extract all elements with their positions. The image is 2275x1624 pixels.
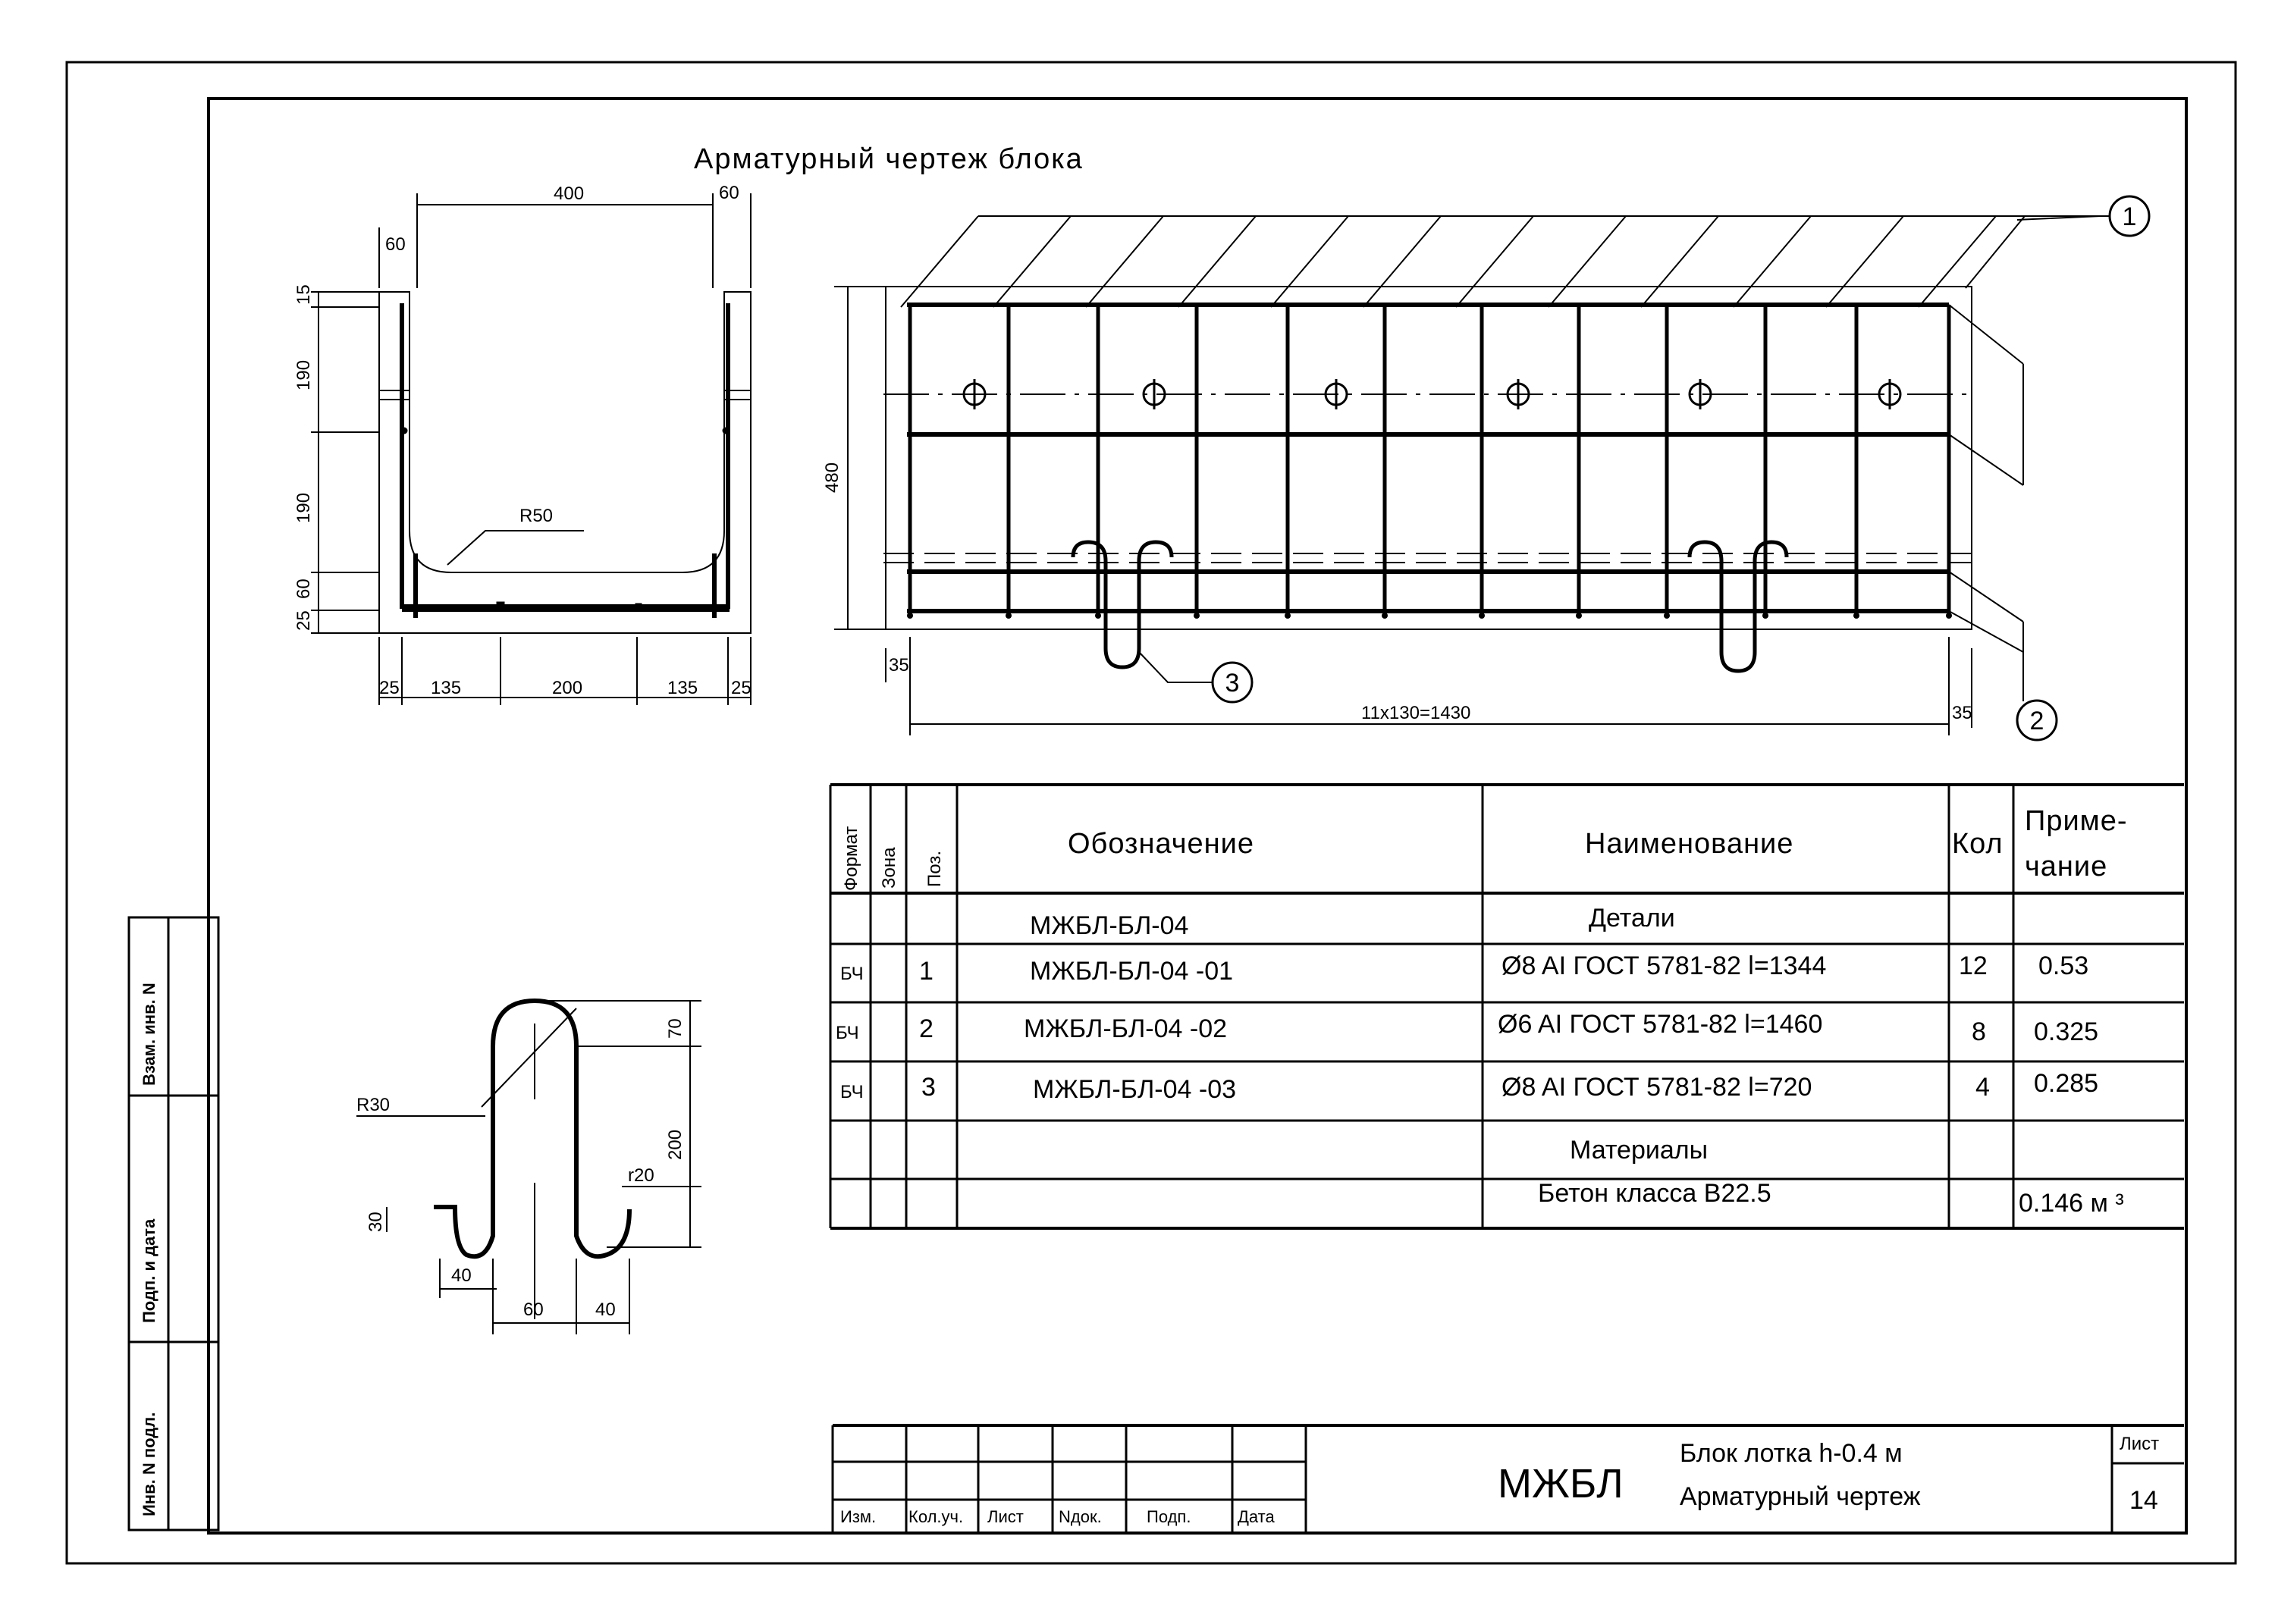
- spec-cell-format: БЧ: [836, 1023, 859, 1043]
- spec-head-note2: чание: [2025, 851, 2107, 883]
- spec-head-qty: Кол: [1952, 828, 2004, 860]
- spec-head-name: Наименование: [1585, 828, 1793, 860]
- spec-cell-note: 0.53: [2038, 952, 2088, 980]
- spec-row-2: БЧ 2 МЖБЛ-БЛ-04 -02 Ø6 AI ГОСТ 5781-82 l…: [836, 1010, 2098, 1046]
- spec-cell-format: БЧ: [840, 1082, 864, 1102]
- callout-3: 3: [1225, 669, 1240, 698]
- dim-35-left: 35: [889, 655, 909, 676]
- callout-2: 2: [2030, 707, 2044, 735]
- spec-cell-designation: МЖБЛ-БЛ-04 -01: [1030, 957, 1233, 986]
- spec-head-format: Формат: [841, 826, 861, 891]
- dim-r50: R50: [519, 506, 553, 526]
- hook-dim-200: 200: [665, 1130, 686, 1160]
- spec-cell-note: 0.325: [2034, 1017, 2098, 1046]
- spec-cell-name: Ø6 AI ГОСТ 5781-82 l=1460: [1498, 1010, 1822, 1039]
- dim-480: 480: [822, 462, 843, 493]
- stamp-sheet-number: 14: [2129, 1486, 2158, 1515]
- spec-cell-name: Детали: [1589, 904, 1675, 933]
- spec-cell-name: Бетон класса B22.5: [1538, 1179, 1771, 1208]
- dim-60-left: 60: [385, 234, 406, 255]
- side-label-inv: Инв. N подл.: [140, 1412, 158, 1516]
- hook-dim-40-right: 40: [595, 1300, 616, 1320]
- spec-cell-designation: МЖБЛ-БЛ-04: [1030, 911, 1188, 940]
- spec-row-0: МЖБЛ-БЛ-04 Детали: [1030, 904, 1675, 940]
- spec-cell-qty: 4: [1975, 1073, 1990, 1102]
- spec-row-5: Бетон класса B22.5 0.146 м ³: [1538, 1179, 2124, 1218]
- spec-cell-name: Материалы: [1570, 1136, 1708, 1165]
- spec-table-grid: [829, 783, 2184, 1230]
- spec-cell-note: 0.146 м ³: [2019, 1189, 2124, 1218]
- spec-cell-name: Ø8 AI ГОСТ 5781-82 l=1344: [1502, 952, 1826, 980]
- stamp-line1: Блок лотка h-0.4 м: [1680, 1439, 1903, 1468]
- spec-cell-name: Ø8 AI ГОСТ 5781-82 l=720: [1502, 1073, 1812, 1102]
- spec-row-3: БЧ 3 МЖБЛ-БЛ-04 -03 Ø8 AI ГОСТ 5781-82 l…: [840, 1069, 2098, 1104]
- spec-cell-qty: 12: [1959, 952, 1988, 980]
- elevation-view: [834, 195, 2151, 741]
- stamp-col-data: Дата: [1238, 1507, 1275, 1526]
- spec-head-designation: Обозначение: [1068, 828, 1254, 860]
- stamp-col-list: Лист: [987, 1507, 1024, 1526]
- dim-25-vert: 25: [293, 610, 314, 631]
- dim-35-right: 35: [1952, 703, 1972, 723]
- hook-dim-30: 30: [366, 1212, 386, 1232]
- hook-dim-70: 70: [665, 1018, 686, 1039]
- cross-section: [311, 193, 752, 705]
- spec-head-pos: Поз.: [924, 851, 945, 887]
- spec-row-4: Материалы: [1570, 1136, 1708, 1165]
- stamp-col-kol: Кол.уч.: [908, 1507, 963, 1526]
- hook-r20: r20: [628, 1165, 654, 1186]
- side-label-replace: Взам. инв. N: [140, 983, 158, 1086]
- spec-cell-designation: МЖБЛ-БЛ-04 -03: [1033, 1075, 1236, 1104]
- dim-b200: 200: [552, 678, 582, 698]
- title-block-grid: [831, 1424, 2184, 1533]
- dim-b135-left: 135: [431, 678, 461, 698]
- dim-190-a: 190: [293, 360, 314, 390]
- dim-b25-right: 25: [731, 678, 752, 698]
- dim-60-vert: 60: [293, 578, 314, 599]
- dim-190-b: 190: [293, 493, 314, 523]
- spec-cell-pos: 2: [919, 1014, 934, 1043]
- side-label-sign: Подп. и дата: [140, 1218, 158, 1323]
- dim-b25-left: 25: [379, 678, 400, 698]
- stamp-col-podp: Подп.: [1147, 1507, 1191, 1526]
- spec-cell-pos: 1: [919, 957, 934, 986]
- spec-cell-qty: 8: [1972, 1017, 1986, 1046]
- spec-cell-designation: МЖБЛ-БЛ-04 -02: [1024, 1014, 1227, 1043]
- stamp-col-ndok: Nдок.: [1059, 1507, 1102, 1526]
- dim-60-right: 60: [719, 183, 739, 203]
- stamp-sheet-label: Лист: [2120, 1434, 2159, 1454]
- spec-cell-note: 0.285: [2034, 1069, 2098, 1098]
- hook-detail: [356, 998, 701, 1334]
- stamp-line2: Арматурный чертеж: [1680, 1482, 1921, 1511]
- dim-15: 15: [293, 284, 314, 305]
- stamp-col-izm: Изм.: [840, 1507, 876, 1526]
- dim-400: 400: [554, 183, 584, 204]
- spec-head-note1: Приме-: [2025, 805, 2128, 837]
- drawing-title: Арматурный чертеж блока: [694, 143, 1084, 175]
- spec-cell-pos: 3: [921, 1073, 936, 1102]
- callout-1: 1: [2123, 202, 2137, 231]
- hook-dim-40-left: 40: [451, 1265, 472, 1286]
- spec-row-1: БЧ 1 МЖБЛ-БЛ-04 -01 Ø8 AI ГОСТ 5781-82 l…: [840, 952, 2088, 986]
- hook-r30: R30: [356, 1095, 390, 1115]
- stamp-code: МЖБЛ: [1498, 1461, 1624, 1506]
- side-stamp: [127, 916, 220, 1532]
- spec-head-zone: Зона: [879, 847, 899, 889]
- hook-dim-60: 60: [523, 1300, 544, 1320]
- sheet-frames: [65, 61, 2237, 1565]
- dim-1430: 11x130=1430: [1361, 703, 1470, 723]
- dim-b135-right: 135: [667, 678, 698, 698]
- spec-cell-format: БЧ: [840, 964, 864, 984]
